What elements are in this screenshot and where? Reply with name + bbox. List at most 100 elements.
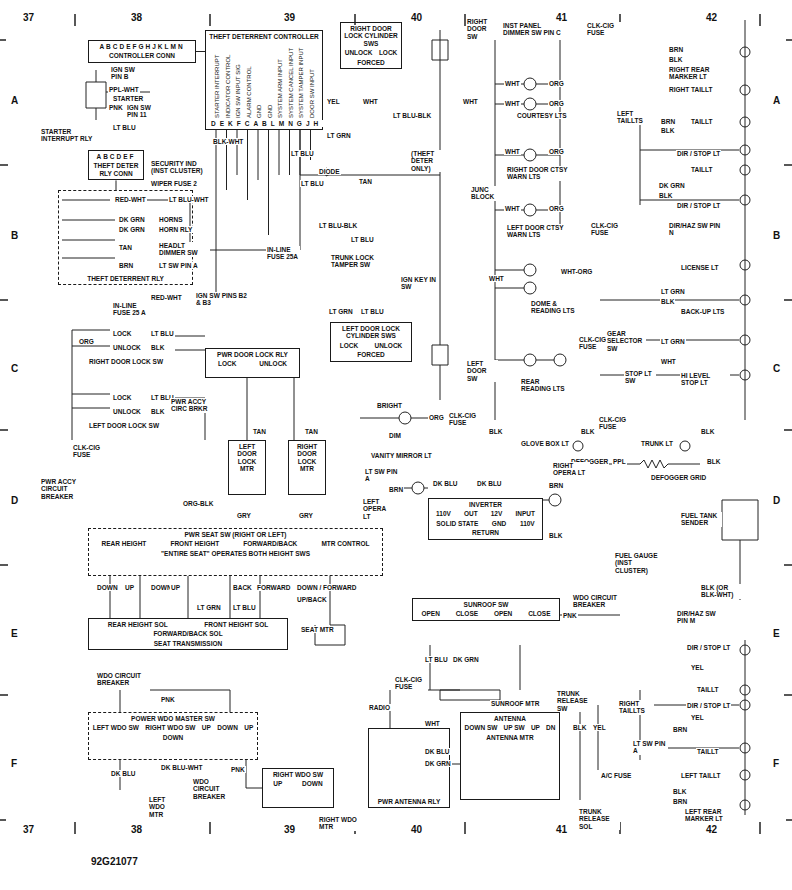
wire-label: BLK-WHT (212, 138, 244, 145)
component-label: GND (267, 42, 274, 118)
wire-connector (247, 378, 248, 440)
grid-reference: D (10, 495, 19, 507)
wire-label: LEFT DOOR SW (466, 360, 498, 382)
wire-label: DIR / STOP LT (686, 644, 731, 651)
component-label: INVERTER (431, 501, 540, 508)
wire-label: VANITY MIRROR LT (370, 452, 433, 459)
grid-reference: 40 (410, 824, 423, 836)
component-label: RIGHT DOOR LOCK CYLINDER SWS (343, 25, 399, 47)
wire-label: WHT (504, 205, 521, 212)
wire-label: WHT (424, 720, 441, 727)
wire-connector (188, 576, 189, 618)
wire-label: DIR / STOP LT (676, 202, 721, 209)
wire-label: PNK (108, 104, 124, 111)
component-label: SEAT TRANSMISSION (91, 640, 285, 647)
wire-label: DIR/HAZ SW PIN M (676, 610, 722, 625)
component-label: ANTENNA MTR (463, 734, 557, 741)
component-label: DOWN (162, 734, 185, 741)
component-label: PWR DOOR LOCK RLY (208, 351, 297, 358)
component-label: FORCED (356, 351, 385, 358)
component-label: FRONT HEIGHT (169, 540, 220, 547)
wire-label: HORNS (158, 216, 183, 223)
component-label: ANTENNA (463, 715, 557, 722)
component-label: ABCDEF (91, 153, 141, 160)
wire-label: UP (124, 584, 135, 591)
wire-label: STOP LT SW (624, 370, 656, 385)
component-label: UP (243, 724, 254, 731)
component-label: DOOR SW INPUT (309, 42, 316, 118)
component-label: REAR HEIGHT (101, 540, 148, 547)
wire-label: LT BLU (350, 236, 375, 243)
wire-label: BLK (150, 408, 165, 415)
grid-reference: E (10, 628, 19, 640)
component-label: SYSTEM TAMPER INPUT (298, 42, 305, 118)
wire-label: DIR/HAZ SW PIN N (668, 222, 726, 237)
wire-label: IN-LINE FUSE 25A (266, 246, 300, 261)
wire-label: LEFT TAILLT (680, 772, 721, 779)
wire-label: TRUNK LT (640, 440, 674, 447)
grid-reference: B (772, 230, 781, 242)
wire-label: LT BLU (112, 124, 137, 131)
component-label: SUNROOF SW (415, 601, 557, 608)
wire-label: RIGHT REAR MARKER LT (668, 66, 732, 81)
wire-label: WHT (504, 80, 521, 87)
wire-label: ORG-BLK (182, 500, 214, 507)
component-label: SYSTEM CANCEL INPUT (288, 42, 295, 118)
wire-label: LT BLU (300, 180, 325, 187)
wire-label: RIGHT DOOR SW (466, 18, 498, 40)
wire-label: DOWN (96, 584, 119, 591)
wire-label: BLK (580, 428, 595, 435)
component-label: UP (272, 780, 283, 787)
wire-label: GRY (298, 512, 314, 519)
wire-label: BLK (548, 532, 563, 539)
wire-label: DK BLU (424, 748, 451, 755)
grid-reference: 37 (22, 12, 35, 24)
wire-label: ORG (78, 338, 95, 345)
wire-label: TAN (304, 428, 319, 435)
wire-label: LOCK (112, 330, 132, 337)
wire-label: TAN (252, 428, 267, 435)
wire-label: LT SW PIN A (364, 468, 400, 483)
component-label: UNLOCK (373, 342, 403, 349)
component-label: UNLOCK (344, 49, 374, 56)
wire-label: LT SW PIN A (632, 740, 668, 755)
component-label: FORWARD/BACK SOL (152, 630, 223, 637)
wire-label: FUEL TANK SENDER (680, 512, 722, 527)
component-label: 110V (435, 510, 452, 517)
wire-label: BRN (548, 482, 564, 489)
component-label: IGN SW INPUT SIG (235, 42, 242, 118)
wire-label: RIGHT DOOR LOCK SW (88, 358, 164, 365)
wire-label: DK BLU-WHT (160, 764, 204, 771)
wire-label: ORG (548, 205, 565, 212)
wire-label: LT BLU-WHT (168, 196, 210, 203)
wire-label: RED-WHT (150, 294, 183, 301)
wire-label: LT SW PIN A (158, 262, 210, 269)
component-label: 110V (519, 520, 536, 527)
wire-label: STARTER INTERRUPT RLY (40, 128, 102, 143)
wire-connector (116, 180, 117, 190)
wire-label: DIR / STOP LT (686, 702, 731, 709)
wire-label: ORG (428, 414, 445, 421)
wire-connector (246, 760, 262, 788)
wire-label: FORWARD (256, 584, 291, 591)
grid-reference: 39 (283, 824, 296, 836)
wire-label: DIODE (318, 168, 341, 175)
component-label: DOWN SW (464, 724, 499, 731)
wire-label: BACK-UP LTS (680, 308, 725, 315)
wire-label: UNLOCK (112, 408, 142, 415)
component-label: GND (491, 520, 507, 527)
wire-label: UP/BACK (296, 596, 328, 603)
wire-connector (294, 378, 295, 440)
component-label: RIGHT WDO SW (144, 724, 196, 731)
wire-label: TRUNK RELEASE SOL (578, 808, 620, 830)
component-label: UP SW (503, 724, 526, 731)
component-box: INVERTER110VOUT12VINPUTSOLID STATEGND110… (428, 498, 543, 540)
wire-label: INST PANEL DIMMER SW PIN C (502, 22, 566, 37)
grid-reference: E (772, 628, 781, 640)
wire-label: BLK (658, 192, 673, 199)
component-label: SOLID STATE (435, 520, 479, 527)
wire-label: LT BLU (150, 330, 175, 337)
wire-label: SUNROOF MTR (490, 700, 540, 707)
wire-label: BLK (OR BLK-WHT) (700, 584, 742, 599)
